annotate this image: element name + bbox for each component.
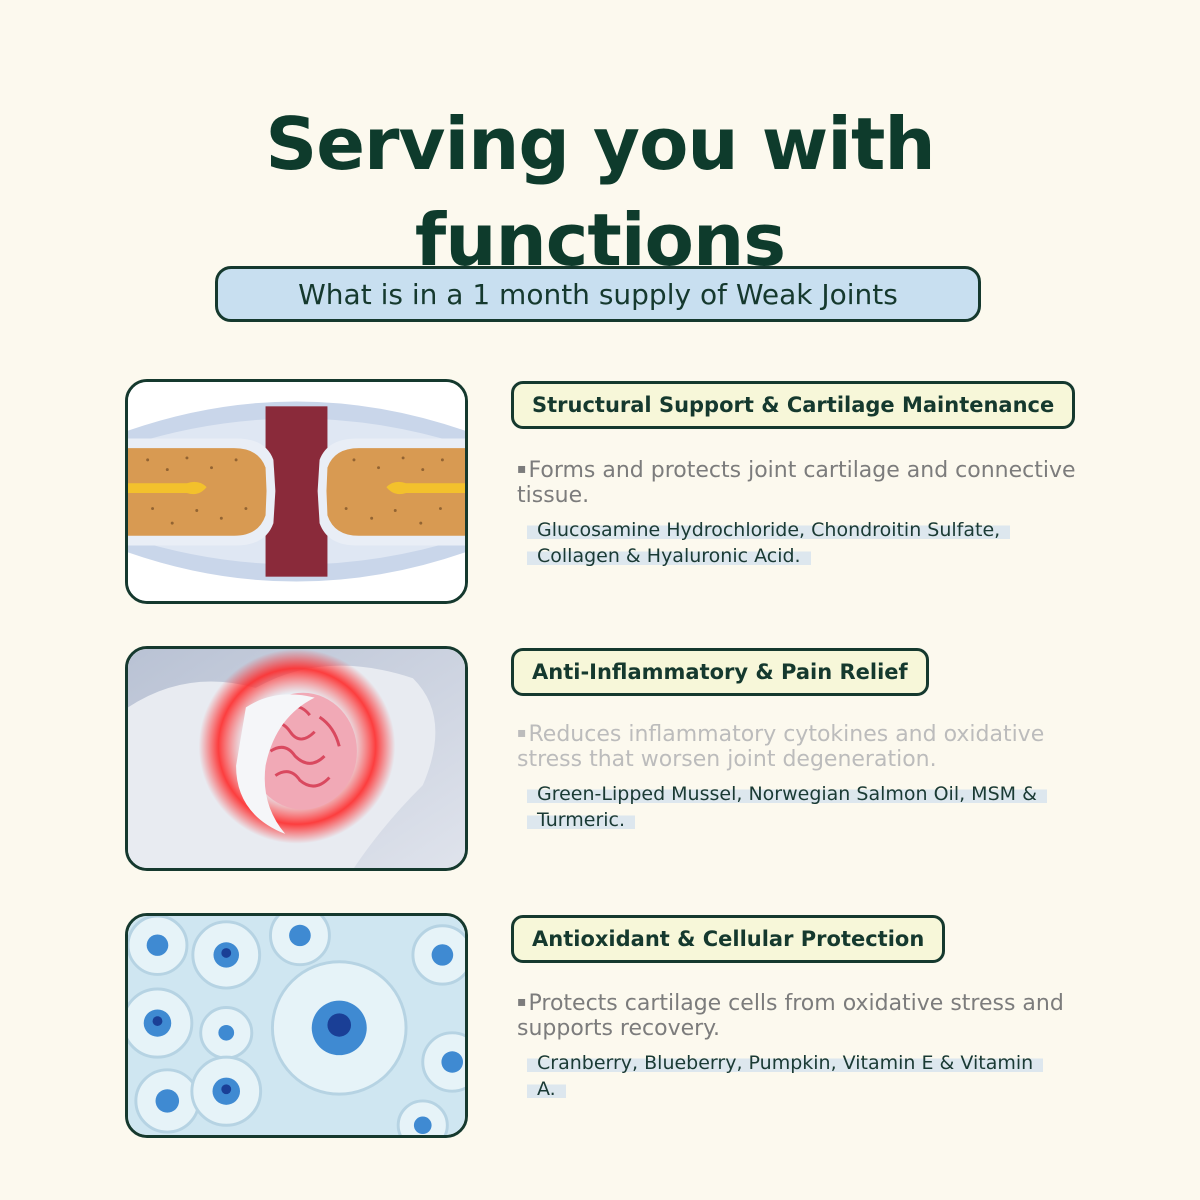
description-text: Reduces inflammatory cytokines and oxida… — [517, 722, 1045, 772]
ingredients-antioxidant: Cranberry, Blueberry, Pumpkin, Vitamin E… — [527, 1050, 1067, 1102]
section-heading-antioxidant: Antioxidant & Cellular Protection — [511, 915, 946, 963]
ingredients-anti-inflammatory: Green-Lipped Mussel, Norwegian Salmon Oi… — [527, 781, 1067, 833]
section-description-structural: ▪Forms and protects joint cartilage and … — [517, 457, 1107, 508]
bullet-icon: ▪ — [517, 461, 527, 477]
subtitle-banner: What is in a 1 month supply of Weak Join… — [215, 266, 981, 322]
ingredients-text: Cranberry, Blueberry, Pumpkin, Vitamin E… — [527, 1052, 1044, 1100]
ingredients-text: Green-Lipped Mussel, Norwegian Salmon Oi… — [527, 783, 1047, 831]
section-heading-structural: Structural Support & Cartilage Maintenan… — [511, 381, 1076, 429]
cartilage-cells-image — [125, 913, 468, 1138]
joint-cartilage-image — [125, 379, 468, 604]
inflamed-joint-image — [125, 646, 468, 871]
description-text: Protects cartilage cells from oxidative … — [517, 991, 1064, 1041]
bullet-icon: ▪ — [517, 994, 527, 1010]
title-line-1: Serving you with — [265, 102, 935, 187]
ingredients-structural: Glucosamine Hydrochloride, Chondroitin S… — [527, 517, 1067, 569]
bullet-icon: ▪ — [517, 725, 527, 741]
section-description-anti-inflammatory: ▪Reduces inflammatory cytokines and oxid… — [517, 721, 1107, 772]
section-heading-anti-inflammatory: Anti-Inflammatory & Pain Relief — [511, 648, 929, 696]
section-description-antioxidant: ▪Protects cartilage cells from oxidative… — [517, 990, 1107, 1041]
description-text: Forms and protects joint cartilage and c… — [517, 458, 1076, 508]
ingredients-text: Glucosamine Hydrochloride, Chondroitin S… — [527, 519, 1011, 567]
page-title: Serving you with functions — [0, 96, 1200, 288]
